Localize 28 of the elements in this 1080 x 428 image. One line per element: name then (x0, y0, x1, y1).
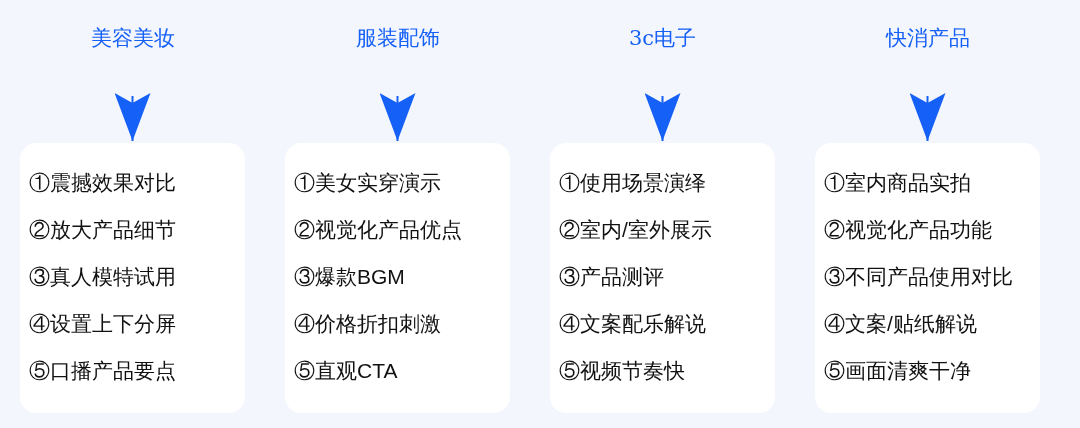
list-item: ②室内/室外展示 (559, 217, 712, 243)
list-item: ②视觉化产品优点 (294, 217, 462, 243)
category-heading: 3c电子 (628, 25, 697, 53)
list-item: ③不同产品使用对比 (824, 264, 1013, 290)
list-item: ②视觉化产品功能 (824, 217, 992, 243)
list-item: ①震撼效果对比 (29, 170, 176, 196)
arrow (379, 93, 416, 142)
list-item: ③产品测评 (559, 264, 664, 290)
arrow (644, 93, 681, 142)
list-item: ④价格折扣刺激 (294, 311, 441, 337)
list-item: ②放大产品细节 (29, 217, 176, 243)
list-item: ④文案/贴纸解说 (824, 311, 977, 337)
arrow (909, 93, 946, 142)
list-item: ①美女实穿演示 (294, 170, 441, 196)
list-item: ④文案配乐解说 (559, 311, 706, 337)
category-heading: 服装配饰 (355, 25, 440, 53)
list-item: ⑤视频节奏快 (559, 358, 685, 384)
arrow (114, 93, 151, 142)
list-item: ③爆款BGM (294, 264, 405, 290)
list-item: ⑤画面清爽干净 (824, 358, 971, 384)
category-heading: 快消产品 (885, 25, 970, 53)
list-item: ④设置上下分屏 (29, 311, 176, 337)
list-item: ⑤口播产品要点 (29, 358, 176, 384)
list-item: ⑤直观CTA (294, 358, 398, 384)
list-item: ①室内商品实拍 (824, 170, 971, 196)
list-item: ③真人模特试用 (29, 264, 176, 290)
category-heading: 美容美妆 (90, 25, 175, 53)
list-item: ①使用场景演绎 (559, 170, 706, 196)
